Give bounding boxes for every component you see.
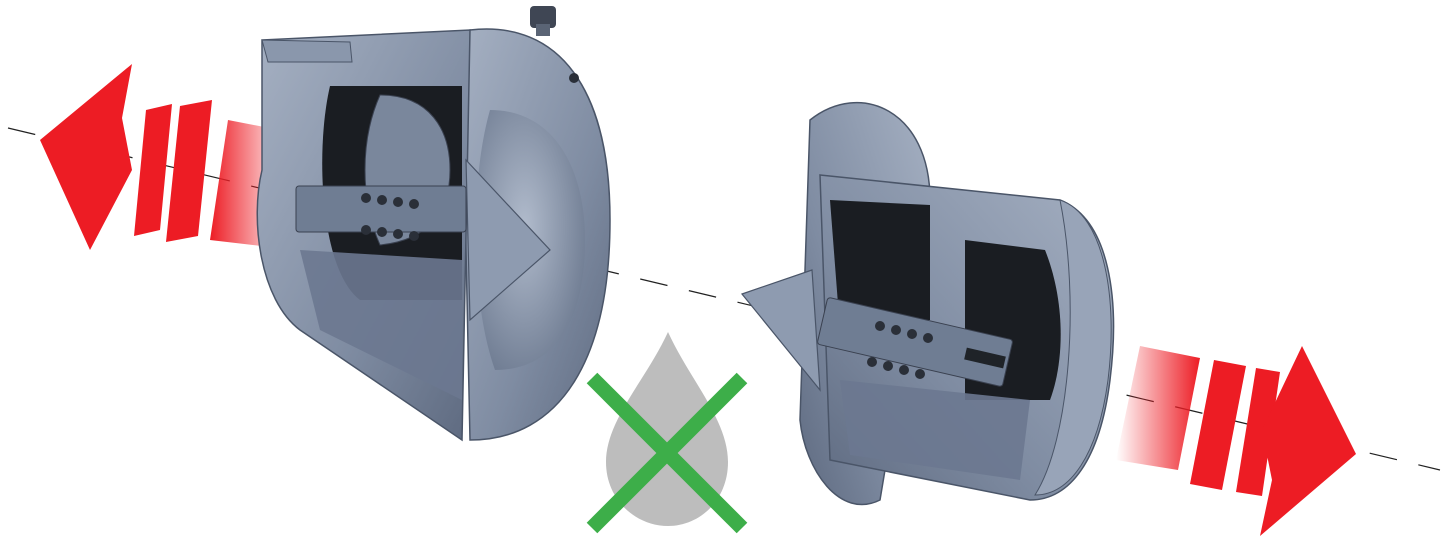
left-spring bbox=[361, 193, 419, 241]
left-arrow bbox=[40, 64, 290, 250]
right-nose bbox=[740, 269, 821, 392]
cross-icon-stroke-2 bbox=[586, 372, 748, 534]
right-arrow bbox=[1116, 346, 1356, 536]
left-thread bbox=[261, 39, 353, 63]
no-leak-symbol bbox=[586, 332, 748, 534]
left-arrow-bar-1 bbox=[134, 104, 172, 236]
axis-line bbox=[7, 127, 1441, 471]
left-lower bbox=[300, 250, 462, 400]
right-pin bbox=[964, 347, 1006, 369]
right-arrow-fade bbox=[1116, 346, 1200, 470]
right-arrow-bar-1 bbox=[1190, 360, 1246, 490]
left-bolt bbox=[530, 6, 556, 36]
right-spring bbox=[867, 321, 933, 379]
left-flange-hole bbox=[569, 73, 579, 83]
right-stem bbox=[817, 297, 1013, 387]
right-lower bbox=[840, 380, 1030, 480]
left-coupling-half bbox=[256, 6, 611, 442]
right-rim bbox=[1034, 199, 1112, 496]
left-stem bbox=[295, 185, 467, 233]
left-nose bbox=[465, 158, 551, 322]
left-arrow-head bbox=[40, 64, 132, 250]
left-arrow-bar-2 bbox=[166, 100, 212, 242]
right-coupling-half bbox=[740, 101, 1115, 506]
right-arrow-head bbox=[1260, 346, 1356, 536]
right-cavity bbox=[830, 200, 930, 330]
right-arrow-bar-2 bbox=[1236, 368, 1280, 496]
